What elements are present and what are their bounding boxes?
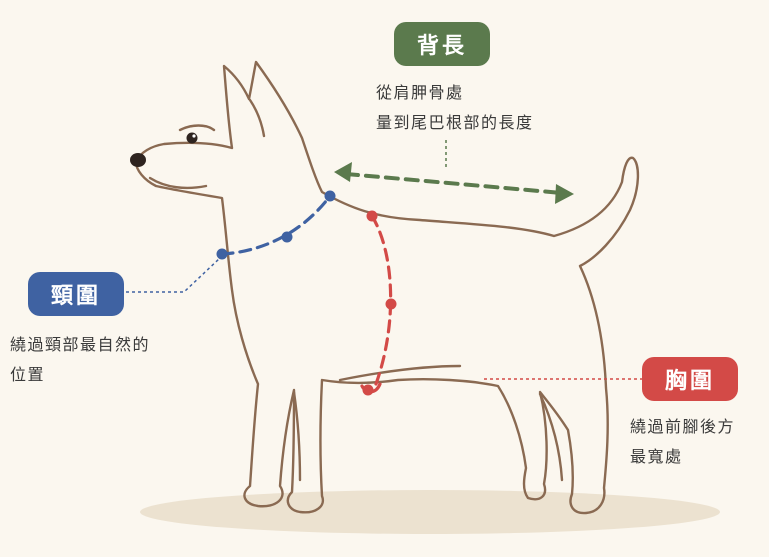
- neck-girth-badge: 頸圍: [28, 272, 124, 316]
- dog-body-outline: [134, 60, 640, 515]
- nose: [130, 153, 146, 167]
- neck-girth-line: [216, 190, 336, 260]
- far-leg-line: [292, 390, 302, 482]
- back-length-desc-line-1: 從肩胛骨處: [376, 83, 464, 102]
- neck-girth-description: 繞過頸部最自然的 位置: [10, 330, 150, 390]
- chest-girth-description: 繞過前腳後方 最寬處: [630, 412, 735, 472]
- chest-girth-desc-line-2: 最寬處: [630, 447, 683, 466]
- chest-girth-desc-line-1: 繞過前腳後方: [630, 417, 736, 436]
- neck-girth-desc-line-1: 繞過頸部最自然的: [10, 335, 151, 354]
- neck-girth-desc-line-2: 位置: [10, 365, 46, 384]
- chest-girth-title: 胸圍: [664, 369, 715, 394]
- back-length-arrow: [334, 162, 574, 204]
- back-length-description: 從肩胛骨處 量到尾巴根部的長度: [376, 78, 534, 138]
- ear-inner-line: [248, 98, 266, 138]
- neck-girth-title: 頸圍: [50, 284, 101, 309]
- back-length-title: 背長: [416, 34, 467, 59]
- belly-fold: [338, 364, 462, 382]
- brow-line: [178, 124, 216, 132]
- ground-shadow: [140, 490, 720, 534]
- back-length-desc-line-2: 量到尾巴根部的長度: [376, 113, 534, 132]
- far-hind-leg-line: [538, 392, 564, 482]
- eye-highlight: [192, 134, 196, 138]
- chest-girth-badge: 胸圍: [642, 357, 738, 401]
- eye: [186, 132, 198, 144]
- chest-girth-line: [360, 210, 397, 396]
- mouth-line: [148, 176, 208, 190]
- back-length-badge: 背長: [394, 22, 490, 66]
- neck-girth-leader: [126, 257, 221, 293]
